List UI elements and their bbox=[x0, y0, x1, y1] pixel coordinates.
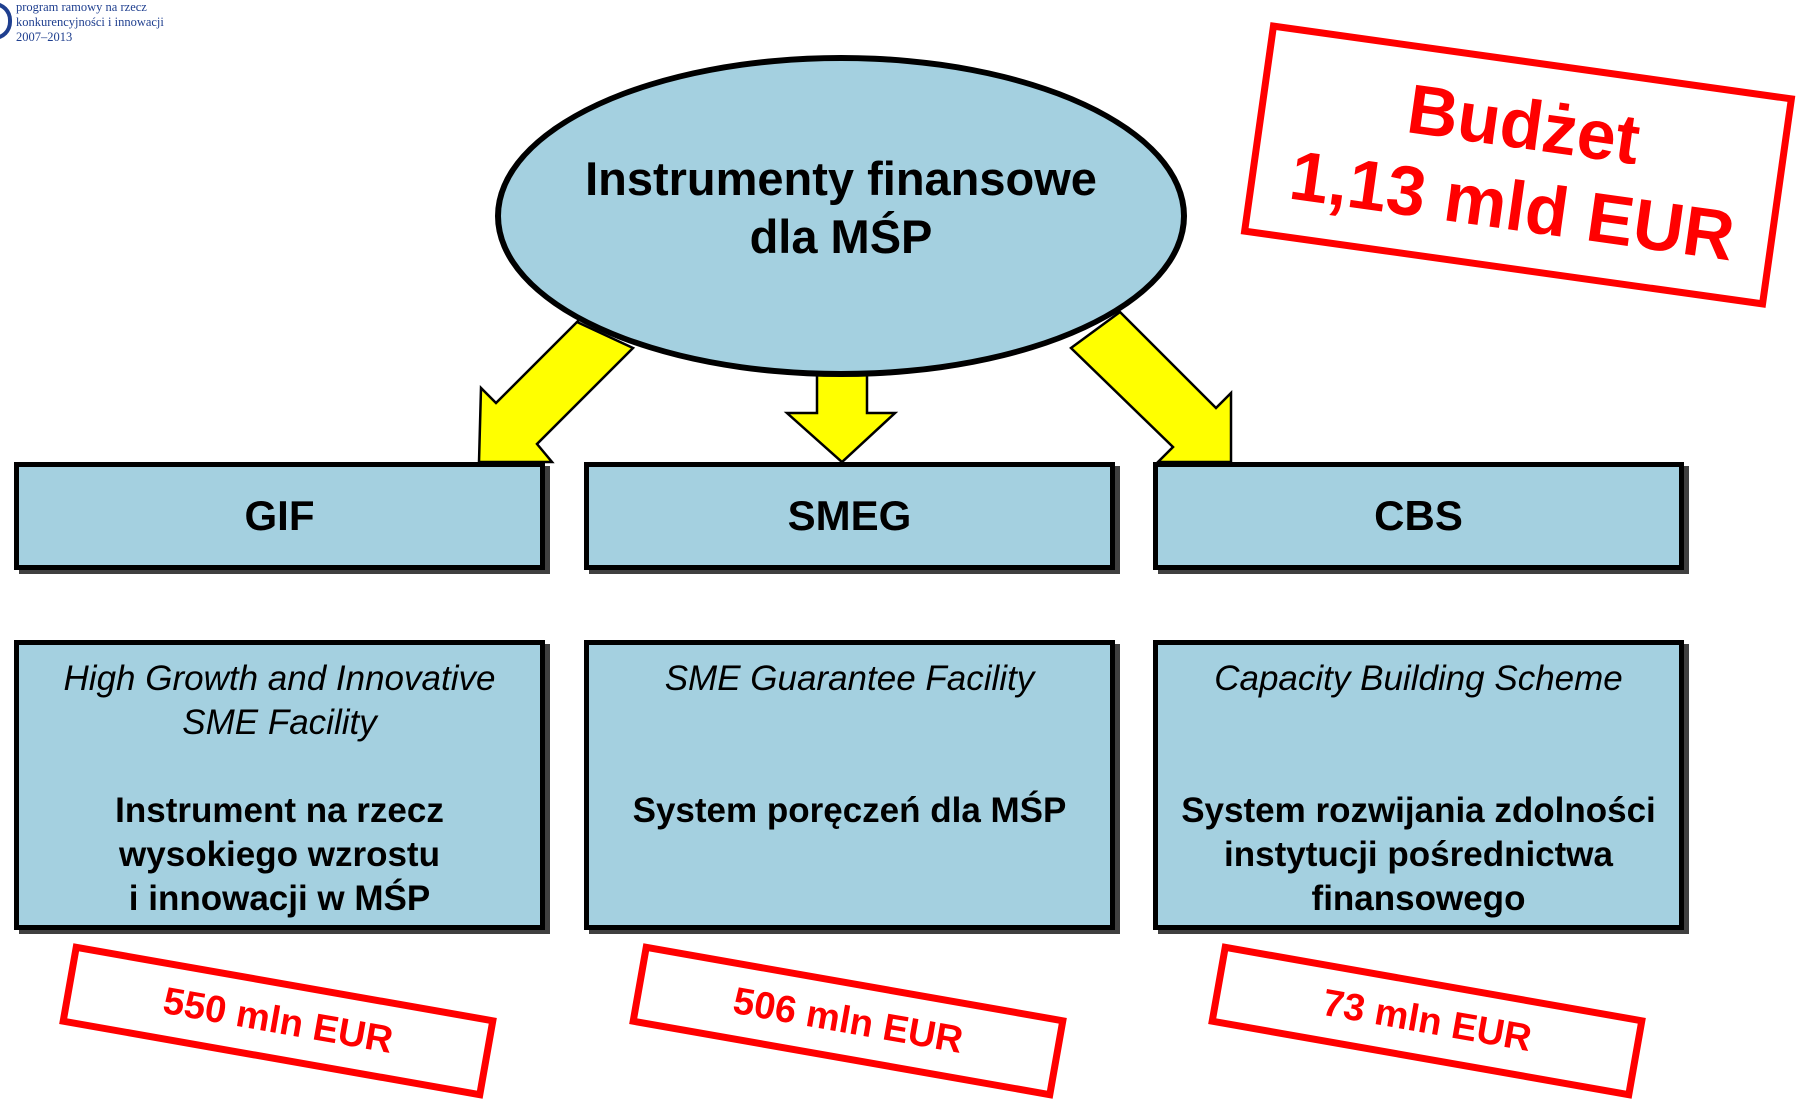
header-box-cbs: CBS bbox=[1153, 462, 1684, 570]
smeg-polish-name: System poręczeń dla MŚP bbox=[589, 789, 1110, 833]
cbs-amount: 73 mln EUR bbox=[1319, 981, 1535, 1060]
gif-polish-line-1: Instrument na rzecz bbox=[115, 791, 444, 830]
gif-english-line-1: High Growth and Innovative bbox=[63, 659, 496, 698]
program-logo: program ramowy na rzecz konkurencyjności… bbox=[0, 0, 230, 48]
gif-english-name: High Growth and Innovative SME Facility bbox=[19, 657, 540, 745]
gif-polish-name: Instrument na rzecz wysokiego wzrostu i … bbox=[19, 789, 540, 921]
logo-line-3: 2007–2013 bbox=[16, 30, 73, 44]
gif-polish-line-3: i innowacji w MŚP bbox=[128, 879, 431, 918]
arrow-to-cbs bbox=[1069, 310, 1233, 464]
header-box-smeg: SMEG bbox=[584, 462, 1115, 570]
cbs-polish-line-1: System rozwijania zdolności bbox=[1181, 791, 1656, 830]
header-cbs-label: CBS bbox=[1374, 492, 1463, 539]
gif-polish-line-2: wysokiego wzrostu bbox=[119, 835, 440, 874]
cbs-english-name: Capacity Building Scheme bbox=[1158, 657, 1679, 701]
description-box-cbs: Capacity Building Scheme System rozwijan… bbox=[1153, 640, 1684, 930]
logo-line-1: program ramowy na rzecz bbox=[16, 0, 147, 14]
smeg-english-line-1: SME Guarantee Facility bbox=[664, 659, 1035, 698]
arrow-to-smeg bbox=[783, 365, 899, 464]
cbs-polish-line-2: instytucji pośrednictwa bbox=[1224, 835, 1613, 874]
central-ellipse bbox=[495, 55, 1187, 377]
central-title: Instrumenty finansowe dla MŚP bbox=[495, 150, 1187, 266]
description-box-smeg: SME Guarantee Facility System poręczeń d… bbox=[584, 640, 1115, 930]
cbs-english-line-1: Capacity Building Scheme bbox=[1214, 659, 1623, 698]
central-title-line-2: dla MŚP bbox=[749, 210, 933, 263]
cbs-polish-name: System rozwijania zdolności instytucji p… bbox=[1158, 789, 1679, 921]
header-gif-label: GIF bbox=[244, 492, 315, 539]
smeg-english-name: SME Guarantee Facility bbox=[589, 657, 1110, 701]
smeg-polish-line-1: System poręczeń dla MŚP bbox=[632, 791, 1067, 830]
description-box-gif: High Growth and Innovative SME Facility … bbox=[14, 640, 545, 930]
header-box-gif: GIF bbox=[14, 462, 545, 570]
logo-line-2: konkurencyjności i innowacji bbox=[16, 15, 164, 29]
cbs-polish-line-3: finansowego bbox=[1311, 879, 1526, 918]
gif-english-line-2: SME Facility bbox=[182, 703, 377, 742]
header-smeg-label: SMEG bbox=[787, 492, 912, 539]
central-title-line-1: Instrumenty finansowe bbox=[585, 152, 1097, 205]
